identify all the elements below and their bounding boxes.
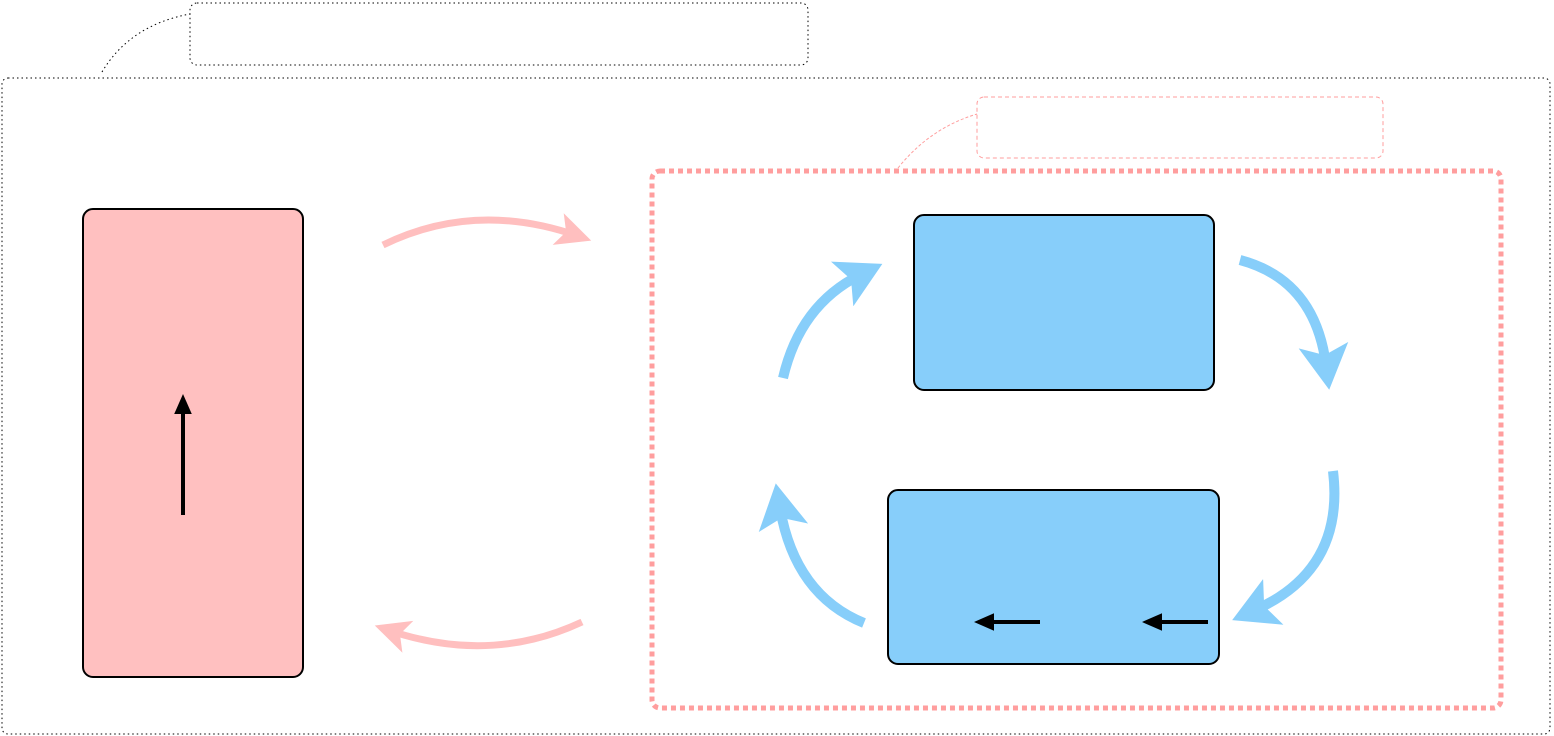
outer-callout-connector [101,13,191,73]
pink-arrow-right [381,213,592,249]
blue-arrow-top-left [778,261,883,380]
group-container [649,168,1504,711]
blue-arrow-top-right [1238,255,1349,390]
outer-callout-box [189,2,809,66]
group-callout-connector [897,113,978,169]
group-callout-box [976,96,1384,159]
upper-block [913,214,1215,391]
left-block [82,208,304,678]
blue-arrow-bottom-left [758,483,866,628]
blue-arrow-bottom-right [1232,470,1340,625]
pink-arrow-left [374,618,584,653]
outer-container [1,77,1551,735]
lower-block [887,489,1220,665]
